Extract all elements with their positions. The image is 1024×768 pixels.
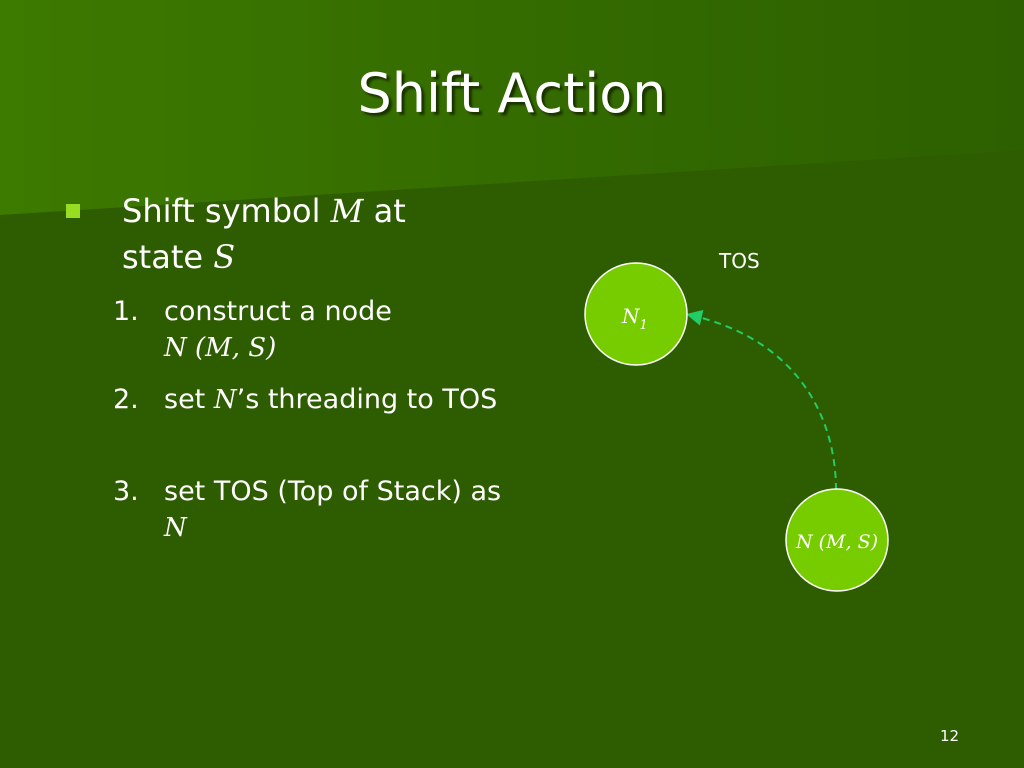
bullet-part1: Shift symbol	[122, 192, 331, 230]
slide-title: Shift Action	[357, 62, 667, 125]
step-text-before: set	[164, 384, 214, 415]
page-number: 12	[940, 727, 960, 745]
step-text: construct a node	[164, 296, 392, 327]
bullet-square-icon	[66, 204, 80, 218]
step-number: 1.	[113, 296, 139, 327]
step-text-after: ’s threading to TOS	[236, 384, 498, 415]
step-number: 3.	[113, 476, 139, 507]
node-top-circle	[584, 262, 688, 366]
bullet-symbol: M	[330, 192, 364, 230]
tos-label: TOS	[719, 249, 760, 273]
step-var: N	[164, 513, 187, 543]
bullet-part2: at state	[122, 192, 406, 276]
bullet-state: S	[213, 238, 236, 276]
node-bottom-circle	[785, 488, 889, 592]
step-formula: N (M, S)	[164, 333, 277, 363]
node-top-label: N1	[621, 304, 648, 333]
step-text: set TOS (Top of Stack) as	[164, 476, 502, 507]
node-bottom-label: N (M, S)	[795, 531, 878, 553]
step-var: N	[213, 385, 237, 415]
threading-arrow	[686, 309, 837, 491]
step-number: 2.	[113, 384, 139, 415]
bullet-text: Shift symbol M at state S	[122, 188, 482, 280]
